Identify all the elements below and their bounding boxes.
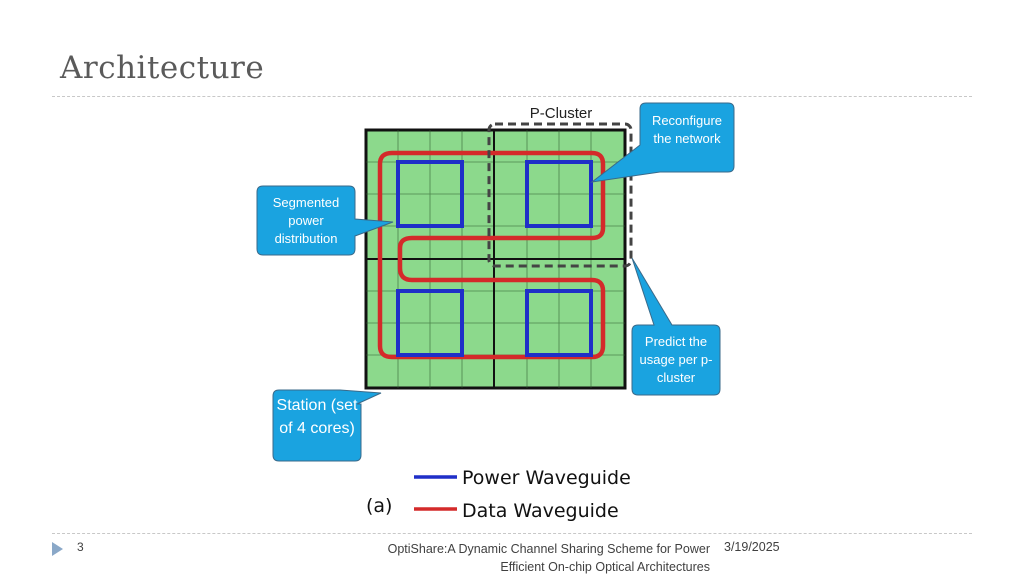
segmented-callout [256,185,394,256]
station-callout [272,389,382,462]
slide-title: Architecture [60,50,265,86]
reconfigure-callout-text: Reconfigure the network [651,113,723,146]
segmented-callout-text: Segmented power distribution [272,195,340,246]
data-waveguide [377,150,606,360]
footer-date: 3/19/2025 [724,540,780,554]
reconfigure-callout [590,102,735,183]
power-waveguide-core-1 [396,160,464,228]
p-cluster-label: P-Cluster [530,105,593,122]
power-waveguide-core-2 [525,160,593,228]
p-cluster-outline [487,122,633,268]
title-divider [52,96,972,97]
power-waveguide-core-4 [525,289,593,357]
predict-callout-text: Predict the usage per p-cluster [639,334,713,385]
panel-label: (a) [366,495,392,517]
station-callout-text: Station (set of 4 cores) [276,397,358,437]
footer-arrow-icon [52,542,63,556]
power-waveguide-core-3 [396,289,464,357]
page-number: 3 [77,540,84,554]
predict-callout [631,257,721,396]
legend-power-label: Power Waveguide [462,467,631,489]
legend-data-label: Data Waveguide [462,500,619,522]
footer-title: OptiShare:A Dynamic Channel Sharing Sche… [387,542,710,574]
footer-divider [52,533,972,534]
